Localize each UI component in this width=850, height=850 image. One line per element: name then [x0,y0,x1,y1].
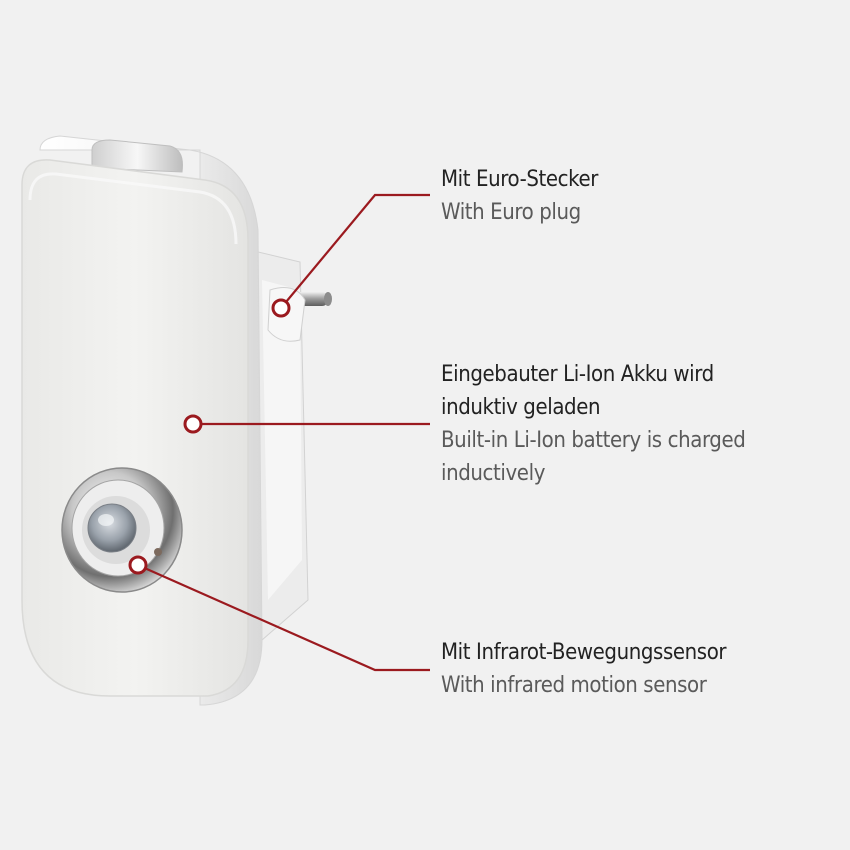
leader-line-plug [280,193,430,309]
callout-motion-sensor: Mit Infrarot-Bewegungssensor With infrar… [441,636,727,702]
callout-battery-en-line2: inductively [441,461,545,486]
callout-euro-plug-en: With Euro plug [441,200,581,225]
callout-motion-sensor-de: Mit Infrarot-Bewegungssensor [441,640,727,665]
callout-battery: Eingebauter Li-Ion Akku wird induktiv ge… [441,358,746,490]
marker-battery [183,414,203,434]
callout-euro-plug-de: Mit Euro-Stecker [441,167,598,192]
motion-sensor [61,467,183,593]
top-led-window [91,139,183,173]
callout-battery-de-line1: Eingebauter Li-Ion Akku wird [441,362,714,387]
marker-sensor [128,555,148,575]
callout-euro-plug: Mit Euro-Stecker With Euro plug [441,163,598,229]
leader-line-sensor [139,564,430,672]
marker-plug [271,298,291,318]
device-front-panel [21,159,249,697]
callout-battery-de-line2: induktiv geladen [441,395,601,420]
callout-markers [128,298,291,575]
plug-housing [249,249,309,642]
callout-battery-en-line1: Built-in Li-Ion battery is charged [441,428,746,453]
callout-motion-sensor-en: With infrared motion sensor [441,673,707,698]
leader-lines [139,193,430,672]
